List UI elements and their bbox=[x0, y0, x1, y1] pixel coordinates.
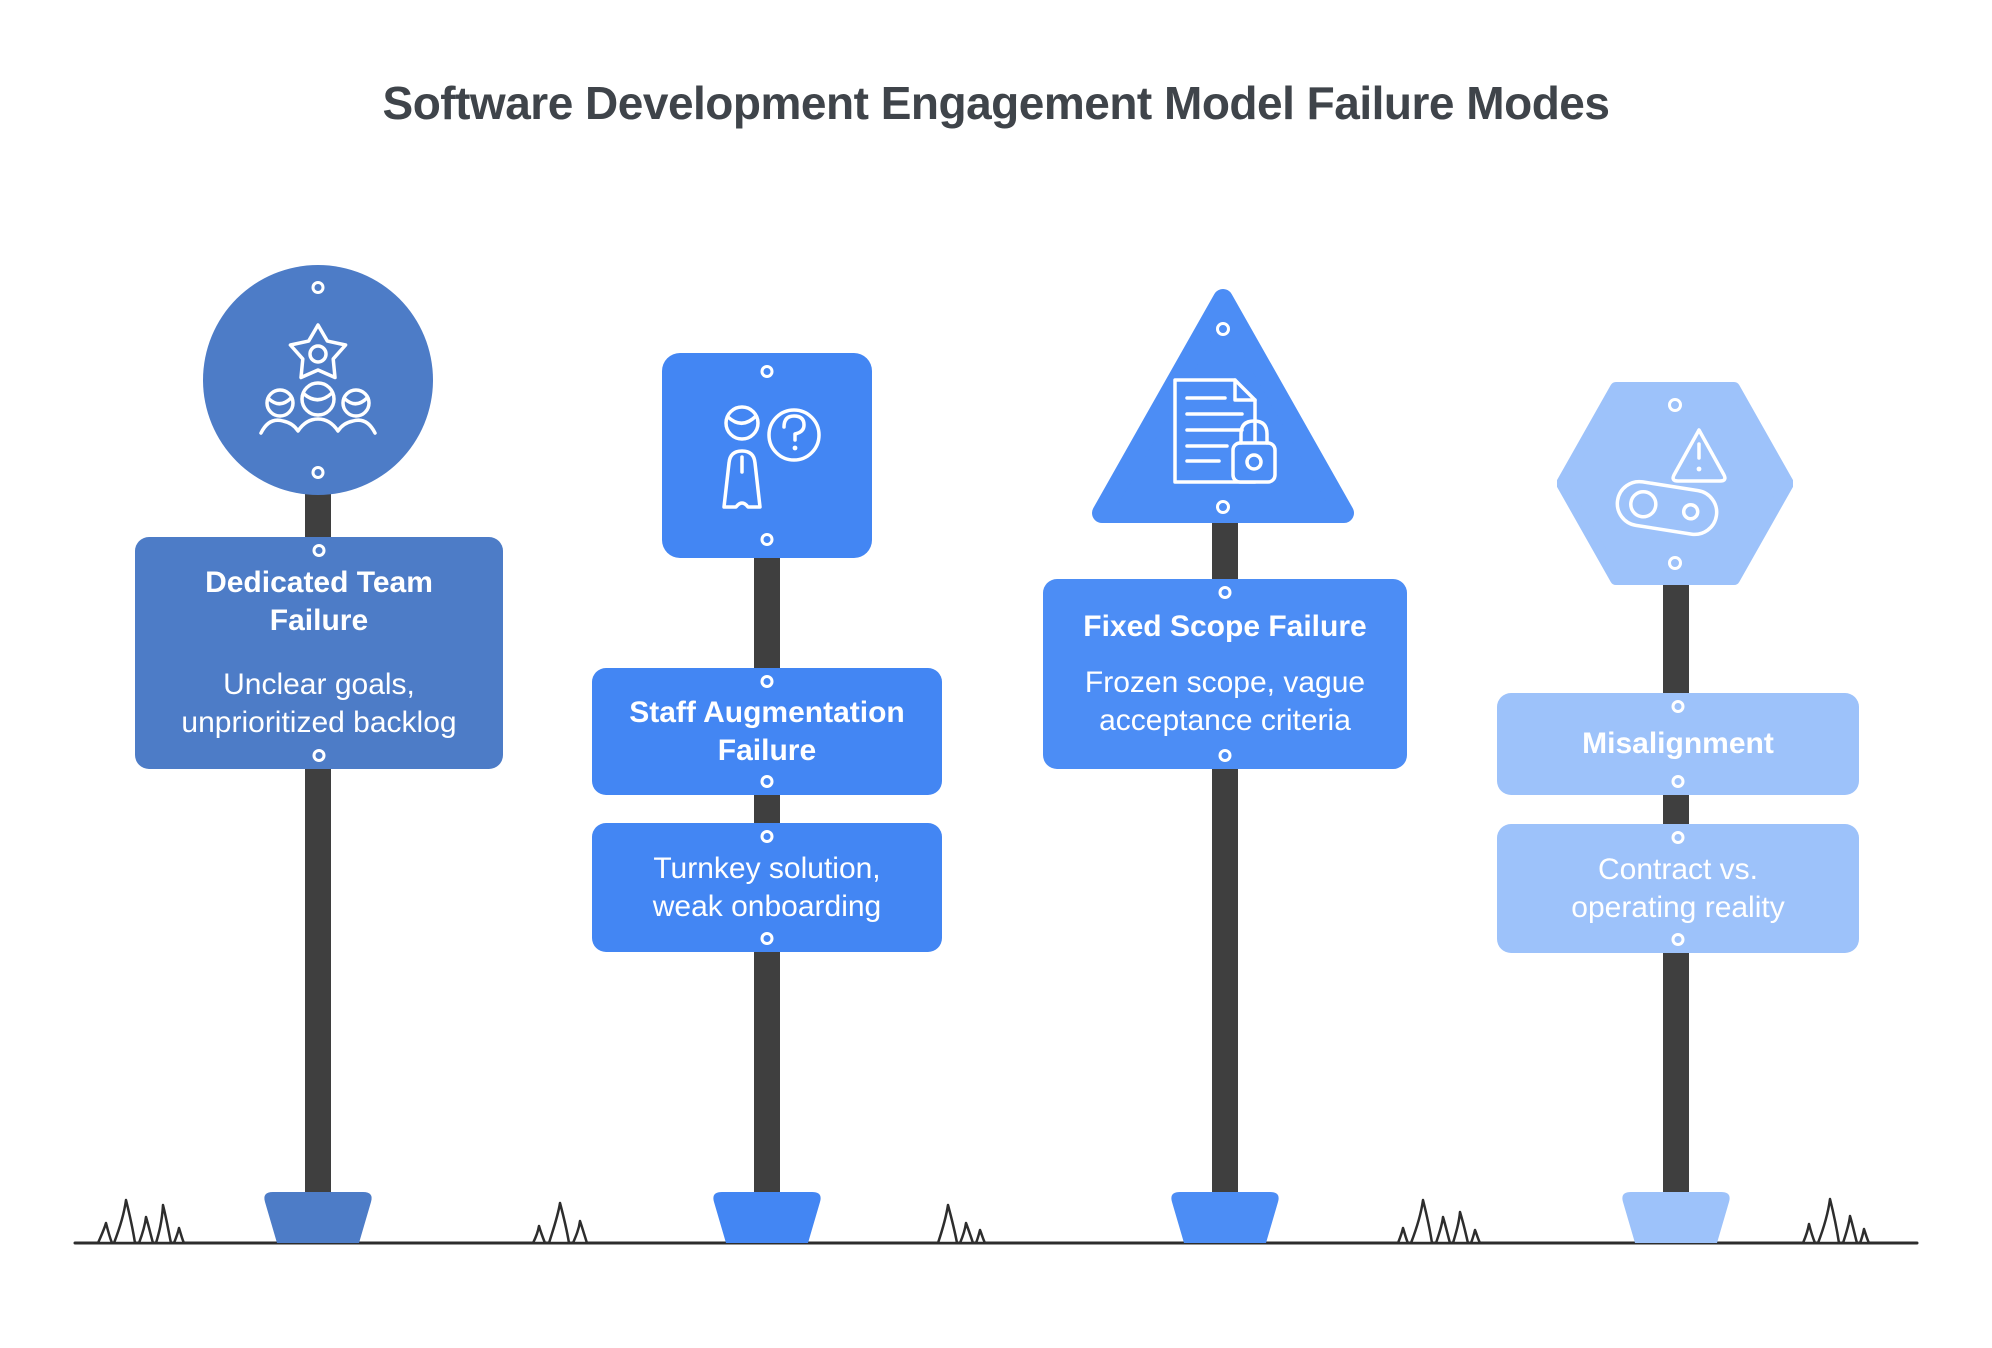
sign-title: Fixed Scope Failure bbox=[1083, 610, 1367, 643]
screw-dot bbox=[1671, 933, 1685, 946]
screw-dot bbox=[312, 544, 326, 557]
ground-line bbox=[73, 1197, 1919, 1245]
screw-dot bbox=[760, 365, 774, 378]
person-question-icon bbox=[722, 405, 821, 509]
warning-belt-icon bbox=[1557, 382, 1793, 585]
document-lock-icon bbox=[1092, 289, 1354, 523]
screw-dot bbox=[1218, 586, 1232, 599]
sign-shape-hexagon bbox=[1557, 380, 1793, 587]
sign-shape-circle bbox=[203, 265, 433, 495]
signpost-base-4 bbox=[1622, 1192, 1730, 1243]
screw-dot bbox=[312, 749, 326, 762]
signpost-base-2 bbox=[713, 1192, 821, 1243]
screw-dot bbox=[760, 775, 774, 788]
team-gear-icon bbox=[259, 323, 377, 435]
diagram-title: Software Development Engagement Model Fa… bbox=[382, 77, 1610, 129]
screw-dot bbox=[1671, 775, 1685, 788]
grass-tuft bbox=[96, 1197, 1871, 1245]
screw-dot bbox=[311, 466, 325, 479]
screw-dot bbox=[1671, 700, 1685, 713]
sign-board-misalignment-subtitle: Contract vs.operating reality bbox=[1497, 824, 1859, 953]
signpost-base-3 bbox=[1171, 1192, 1279, 1243]
sign-title: Misalignment bbox=[1582, 727, 1774, 760]
screw-dot bbox=[1671, 831, 1685, 844]
sign-board-misalignment-title: Misalignment bbox=[1497, 693, 1859, 795]
screw-dot bbox=[760, 830, 774, 843]
screw-dot bbox=[1218, 749, 1232, 762]
screw-dot bbox=[760, 932, 774, 945]
sign-subtitle: Contract vs.operating reality bbox=[1571, 852, 1785, 924]
screw-dot bbox=[311, 281, 325, 294]
signpost-base-1 bbox=[264, 1192, 372, 1243]
sign-subtitle: Turnkey solution,weak onboarding bbox=[652, 851, 882, 923]
sign-board-staff-augmentation-subtitle: Turnkey solution,weak onboarding bbox=[592, 823, 942, 952]
sign-subtitle: Unclear goals,unprioritized backlog bbox=[181, 668, 457, 739]
screw-dot bbox=[760, 533, 774, 546]
sign-shape-triangle bbox=[1090, 283, 1358, 523]
sign-shape-square bbox=[662, 353, 872, 558]
screw-dot bbox=[760, 675, 774, 688]
